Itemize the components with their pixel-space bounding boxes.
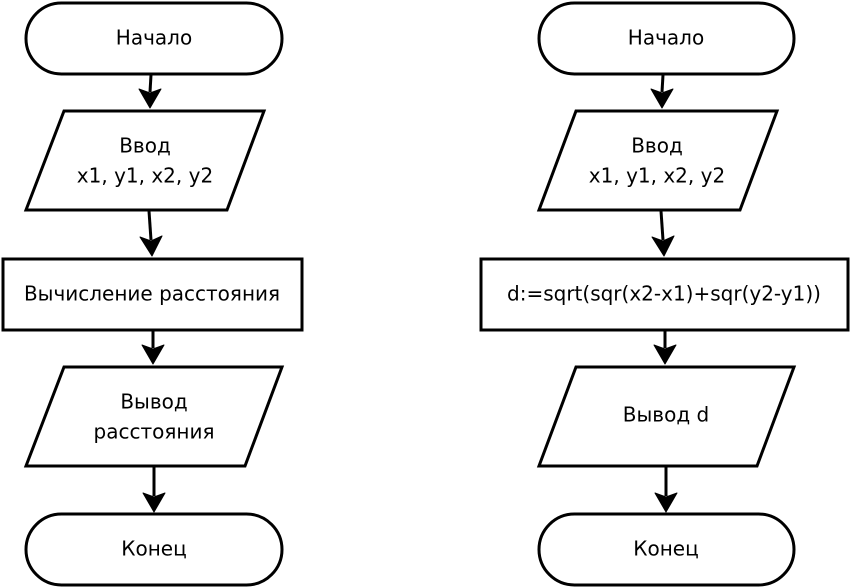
right-edge-start-input-arrowhead bbox=[650, 88, 674, 109]
right-input-label-line2: x1, y1, x2, y2 bbox=[589, 164, 725, 188]
left-start-label: Начало bbox=[116, 26, 192, 50]
right-edge-process-output bbox=[653, 331, 677, 365]
right-process-label: d:=sqrt(sqr(x2-x1)+sqr(y2-y1)) bbox=[507, 282, 821, 306]
left-edge-output-end-arrowhead bbox=[142, 492, 166, 513]
right-process-node: d:=sqrt(sqr(x2-x1)+sqr(y2-y1)) bbox=[479, 257, 850, 332]
left-process-shape bbox=[1, 257, 304, 332]
left-input-label-line1: Ввод bbox=[119, 134, 171, 158]
right-start-node: Начало bbox=[537, 1, 796, 76]
left-edge-process-output-arrowhead bbox=[141, 344, 165, 365]
right-edge-output-end-arrowhead bbox=[654, 492, 678, 513]
left-process-node: Вычисление расстояния bbox=[1, 257, 304, 332]
right-process-shape bbox=[479, 257, 850, 332]
left-process-label: Вычисление расстояния bbox=[24, 282, 280, 306]
right-input-label-line1: Ввод bbox=[631, 134, 683, 158]
left-end-node: Конец bbox=[24, 512, 284, 587]
right-edge-start-input bbox=[650, 74, 674, 109]
left-output-shape bbox=[23, 365, 285, 468]
left-output-label-line2: расстояния bbox=[94, 420, 215, 444]
right-start-shape bbox=[537, 1, 796, 76]
right-end-shape bbox=[537, 512, 796, 587]
left-flowchart: Начало Ввод x1, y1, x2, y2 Вычисление ра… bbox=[1, 1, 304, 587]
right-start-label: Начало bbox=[628, 26, 704, 50]
right-flowchart: Начало Ввод x1, y1, x2, y2 d:=sqrt(sqr(x… bbox=[479, 1, 850, 587]
left-edge-input-process bbox=[139, 210, 163, 257]
right-edge-input-process-arrowhead bbox=[651, 235, 675, 257]
left-input-shape bbox=[23, 109, 267, 212]
left-input-node: Ввод x1, y1, x2, y2 bbox=[23, 109, 267, 212]
right-edge-start-input-line bbox=[660, 74, 665, 93]
left-edge-start-input bbox=[138, 74, 162, 109]
right-output-label: Вывод d bbox=[623, 403, 709, 427]
right-input-node: Ввод x1, y1, x2, y2 bbox=[536, 109, 780, 212]
left-edge-input-process-arrowhead bbox=[139, 235, 163, 257]
right-edge-input-process-line bbox=[659, 210, 665, 241]
left-output-node: Вывод расстояния bbox=[23, 365, 285, 468]
right-edge-process-output-arrowhead bbox=[653, 344, 677, 365]
left-input-label-line2: x1, y1, x2, y2 bbox=[77, 164, 213, 188]
left-edge-process-output bbox=[141, 331, 165, 365]
right-output-node: Вывод d bbox=[536, 365, 797, 468]
left-edge-input-process-line bbox=[147, 210, 153, 241]
left-start-shape bbox=[24, 1, 284, 76]
left-start-node: Начало bbox=[24, 1, 284, 76]
right-output-shape bbox=[536, 365, 797, 468]
left-end-shape bbox=[24, 512, 284, 587]
left-edge-start-input-line bbox=[148, 74, 153, 93]
left-end-label: Конец bbox=[121, 537, 186, 561]
right-end-label: Конец bbox=[633, 537, 698, 561]
left-output-label-line1: Вывод bbox=[120, 390, 187, 414]
right-edge-input-process bbox=[651, 210, 675, 257]
right-end-node: Конец bbox=[537, 512, 796, 587]
right-input-shape bbox=[536, 109, 780, 212]
left-edge-start-input-arrowhead bbox=[138, 88, 162, 109]
left-edge-output-end bbox=[142, 467, 166, 513]
right-edge-output-end bbox=[654, 467, 678, 513]
